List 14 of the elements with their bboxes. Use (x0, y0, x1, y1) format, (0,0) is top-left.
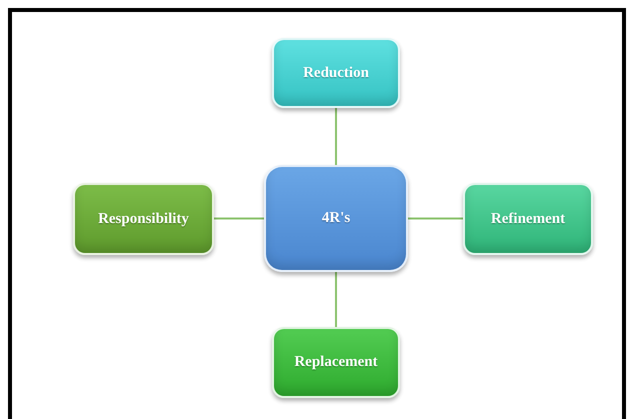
box-label: 4R's (322, 210, 350, 227)
box-label: Responsibility (98, 210, 189, 228)
connector-line (408, 218, 463, 220)
topic-box (73, 183, 214, 255)
connector-line (335, 108, 337, 165)
topic-box (272, 327, 400, 398)
connector-line (335, 272, 337, 327)
topic-box (272, 38, 400, 108)
box-label: Reduction (303, 64, 369, 82)
box-label: Refinement (490, 210, 566, 228)
center-box (264, 165, 408, 272)
connector-line (214, 218, 264, 220)
box-label: Replacement (294, 354, 378, 371)
topic-box (463, 183, 593, 255)
